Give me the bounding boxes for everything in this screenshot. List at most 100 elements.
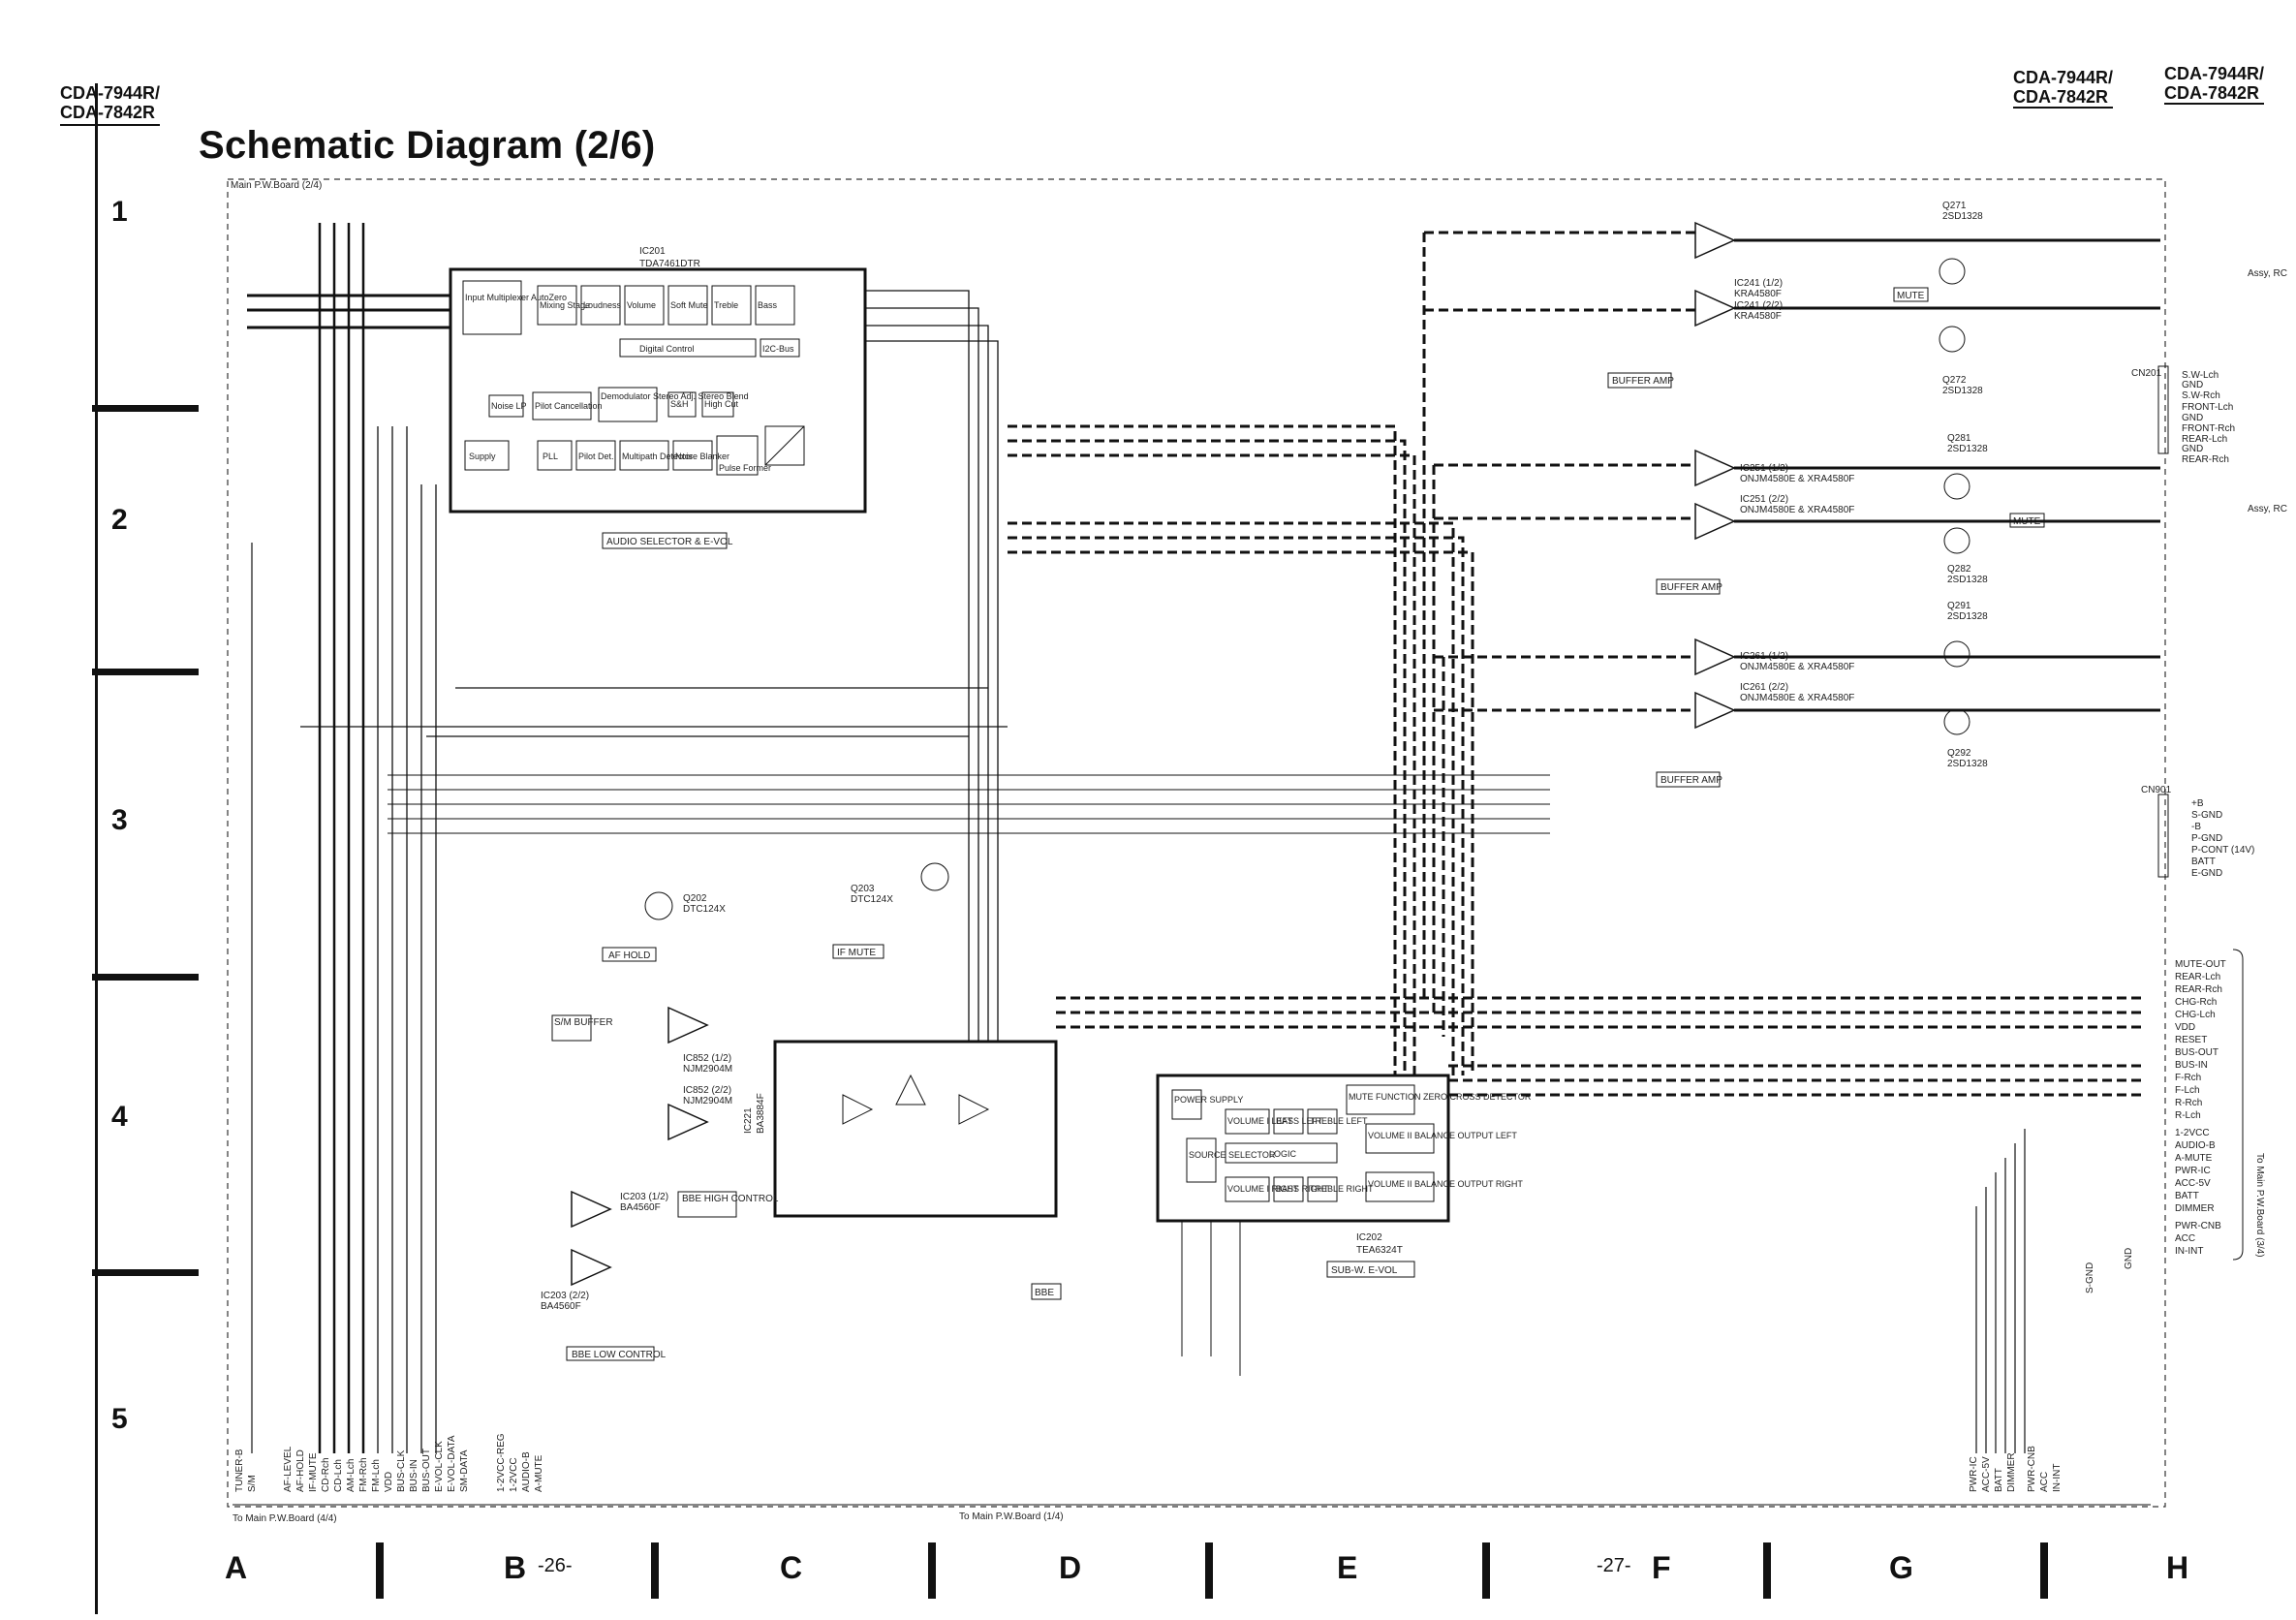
cn201-pin-7: REAR-Lch <box>2182 434 2227 445</box>
opamp-ic261b: IC261 (2/2)ONJM4580E & XRA4580F <box>1694 682 1854 730</box>
svg-text:CN901: CN901 <box>2141 785 2172 795</box>
cn901-pin: E-GND <box>2191 868 2222 879</box>
svg-text:FM-Rch: FM-Rch <box>358 1457 369 1492</box>
row-divider <box>92 1269 199 1276</box>
svg-text:GND: GND <box>2124 1248 2134 1269</box>
svg-text:TREBLE RIGHT: TREBLE RIGHT <box>1310 1184 1374 1194</box>
cn201-pin-3: S.W-Rch <box>2182 390 2220 401</box>
page-number-right: -27- <box>1597 1555 1631 1576</box>
svg-text:BA3884F: BA3884F <box>756 1093 766 1134</box>
svg-text:Treble: Treble <box>714 300 738 310</box>
svg-text:ACC: ACC <box>2039 1472 2050 1492</box>
svg-text:VOLUME II BALANCE OUTPUT RIGHT: VOLUME II BALANCE OUTPUT RIGHT <box>1368 1179 1523 1189</box>
svg-text:1-2VCC: 1-2VCC <box>509 1457 519 1492</box>
svg-text:S/M BUFFER: S/M BUFFER <box>554 1017 613 1028</box>
svg-text:SOURCE SELECTOR: SOURCE SELECTOR <box>1189 1150 1276 1160</box>
grid-left-rule <box>95 83 98 1614</box>
svg-text:To Main P.W.Board (3/4): To Main P.W.Board (3/4) <box>2254 1153 2265 1258</box>
svg-text:DIMMER: DIMMER <box>2006 1452 2017 1492</box>
svg-text:NJM2904M: NJM2904M <box>683 1064 732 1075</box>
bus-line: R-Lch <box>2175 1110 2201 1121</box>
svg-text:POWER SUPPLY: POWER SUPPLY <box>1174 1095 1243 1105</box>
cn901-pin: -B <box>2191 822 2201 832</box>
svg-text:IC852 (1/2): IC852 (1/2) <box>683 1053 731 1064</box>
svg-text:2SD1328: 2SD1328 <box>1947 444 1988 454</box>
svg-text:Digital Control: Digital Control <box>639 344 695 354</box>
ic201: Input Multiplexer AutoZero Mixing Stage … <box>449 246 867 549</box>
svg-text:IC251 (2/2): IC251 (2/2) <box>1740 494 1788 505</box>
svg-text:BBE LOW CONTROL: BBE LOW CONTROL <box>572 1350 667 1360</box>
model-line-1: CDA-7944R/ <box>2164 64 2265 83</box>
svg-text:Multipath Detector: Multipath Detector <box>622 452 693 461</box>
right-bus-connector: MUTE-OUT REAR-Lch REAR-Rch CHG-Rch CHG-L… <box>2175 949 2265 1261</box>
svg-text:S&H: S&H <box>670 399 689 409</box>
svg-text:PWR-IC: PWR-IC <box>1969 1456 1979 1492</box>
svg-text:IC221: IC221 <box>743 1107 754 1134</box>
svg-text:BUS-OUT: BUS-OUT <box>421 1449 432 1492</box>
svg-text:S/M: S/M <box>247 1475 258 1492</box>
svg-text:Assy, RC: Assy, RC <box>2248 268 2287 279</box>
svg-text:BUFFER AMP: BUFFER AMP <box>1660 775 1722 786</box>
opamp-ic241b <box>1694 289 1736 327</box>
svg-text:CN201: CN201 <box>2131 368 2162 379</box>
svg-text:High Cut: High Cut <box>704 399 739 409</box>
bus-line: CHG-Lch <box>2175 1010 2216 1020</box>
svg-text:ONJM4580E & XRA4580F: ONJM4580E & XRA4580F <box>1740 693 1854 703</box>
svg-text:Supply: Supply <box>469 452 496 461</box>
ic202: POWER SUPPLY SOURCE SELECTOR VOLUME I RI… <box>1156 1074 1532 1278</box>
model-line-2: CDA-7842R <box>2164 83 2260 103</box>
col-divider <box>1482 1542 1490 1599</box>
svg-text:CD-Rch: CD-Rch <box>321 1457 331 1492</box>
cn201-pin-2: GND <box>2182 380 2203 390</box>
svg-text:ACC-5V: ACC-5V <box>1981 1456 1992 1492</box>
model-line-1: CDA-7944R/ <box>2013 68 2114 87</box>
grid-row-1: 1 <box>111 196 128 228</box>
svg-text:BASS RIGHT: BASS RIGHT <box>1276 1184 1329 1194</box>
grid-row-5: 5 <box>111 1403 128 1435</box>
ic221-body <box>773 1040 1058 1218</box>
bus-line: DIMMER <box>2175 1203 2215 1214</box>
cn201: CN201 S.W-Lch GND S.W-Rch FRONT-Lch GND … <box>2131 268 2287 514</box>
col-divider <box>928 1542 936 1599</box>
svg-text:FM-Lch: FM-Lch <box>371 1459 382 1492</box>
svg-text:I2C-Bus: I2C-Bus <box>762 344 794 354</box>
grid-col-d: D <box>1059 1550 1082 1585</box>
svg-text:BBE: BBE <box>1035 1288 1054 1298</box>
svg-text:DTC124X: DTC124X <box>683 904 726 915</box>
caption-box <box>1607 372 1672 389</box>
q202-symbol <box>644 891 673 920</box>
cn201-pin-9: REAR-Rch <box>2182 454 2229 465</box>
grid-col-g: G <box>1889 1550 1913 1585</box>
col-divider <box>376 1542 384 1599</box>
svg-text:Bass: Bass <box>758 300 778 310</box>
svg-text:IC261 (2/2): IC261 (2/2) <box>1740 682 1788 693</box>
svg-text:2SD1328: 2SD1328 <box>1947 575 1988 585</box>
model-number-right-2: CDA-7944R/ CDA-7842R <box>2164 64 2265 105</box>
svg-text:IC241 (1/2): IC241 (1/2) <box>1734 278 1783 289</box>
svg-text:BA4560F: BA4560F <box>620 1202 661 1213</box>
svg-text:TDA7461DTR: TDA7461DTR <box>639 259 700 269</box>
bus-line: AUDIO-B <box>2175 1140 2216 1151</box>
svg-text:Volume: Volume <box>627 300 656 310</box>
grid-col-a: A <box>225 1550 248 1585</box>
bus-line: A-MUTE <box>2175 1153 2213 1164</box>
svg-text:Noise LP: Noise LP <box>491 401 527 411</box>
cn201-pin-4: FRONT-Lch <box>2182 402 2233 413</box>
svg-text:Q291: Q291 <box>1947 601 1971 611</box>
model-line-1: CDA-7944R/ <box>60 83 161 103</box>
opamp-ic241a: IC241 (1/2)KRA4580F <box>1694 221 1783 299</box>
svg-text:TUNER-B: TUNER-B <box>234 1449 245 1492</box>
bus-line: ACC-5V <box>2175 1178 2211 1189</box>
svg-text:MUTE FUNCTION ZERO CROSS DETEC: MUTE FUNCTION ZERO CROSS DETECTOR <box>1349 1092 1532 1102</box>
bus-line: R-Rch <box>2175 1098 2202 1108</box>
signal-traces <box>247 223 2160 1453</box>
svg-text:VOLUME I LEFT: VOLUME I LEFT <box>1227 1116 1293 1126</box>
opamp-ic852b <box>667 1103 709 1141</box>
q203-symbol <box>920 862 949 891</box>
svg-text:IC203 (2/2): IC203 (2/2) <box>541 1291 589 1301</box>
bus-line: F-Rch <box>2175 1073 2201 1083</box>
svg-text:AUDIO SELECTOR & E-VOL: AUDIO SELECTOR & E-VOL <box>606 537 733 547</box>
svg-text:AF-HOLD: AF-HOLD <box>295 1449 306 1492</box>
ic202-body <box>1156 1074 1450 1223</box>
svg-text:Input Multiplexer AutoZero: Input Multiplexer AutoZero <box>465 293 567 302</box>
